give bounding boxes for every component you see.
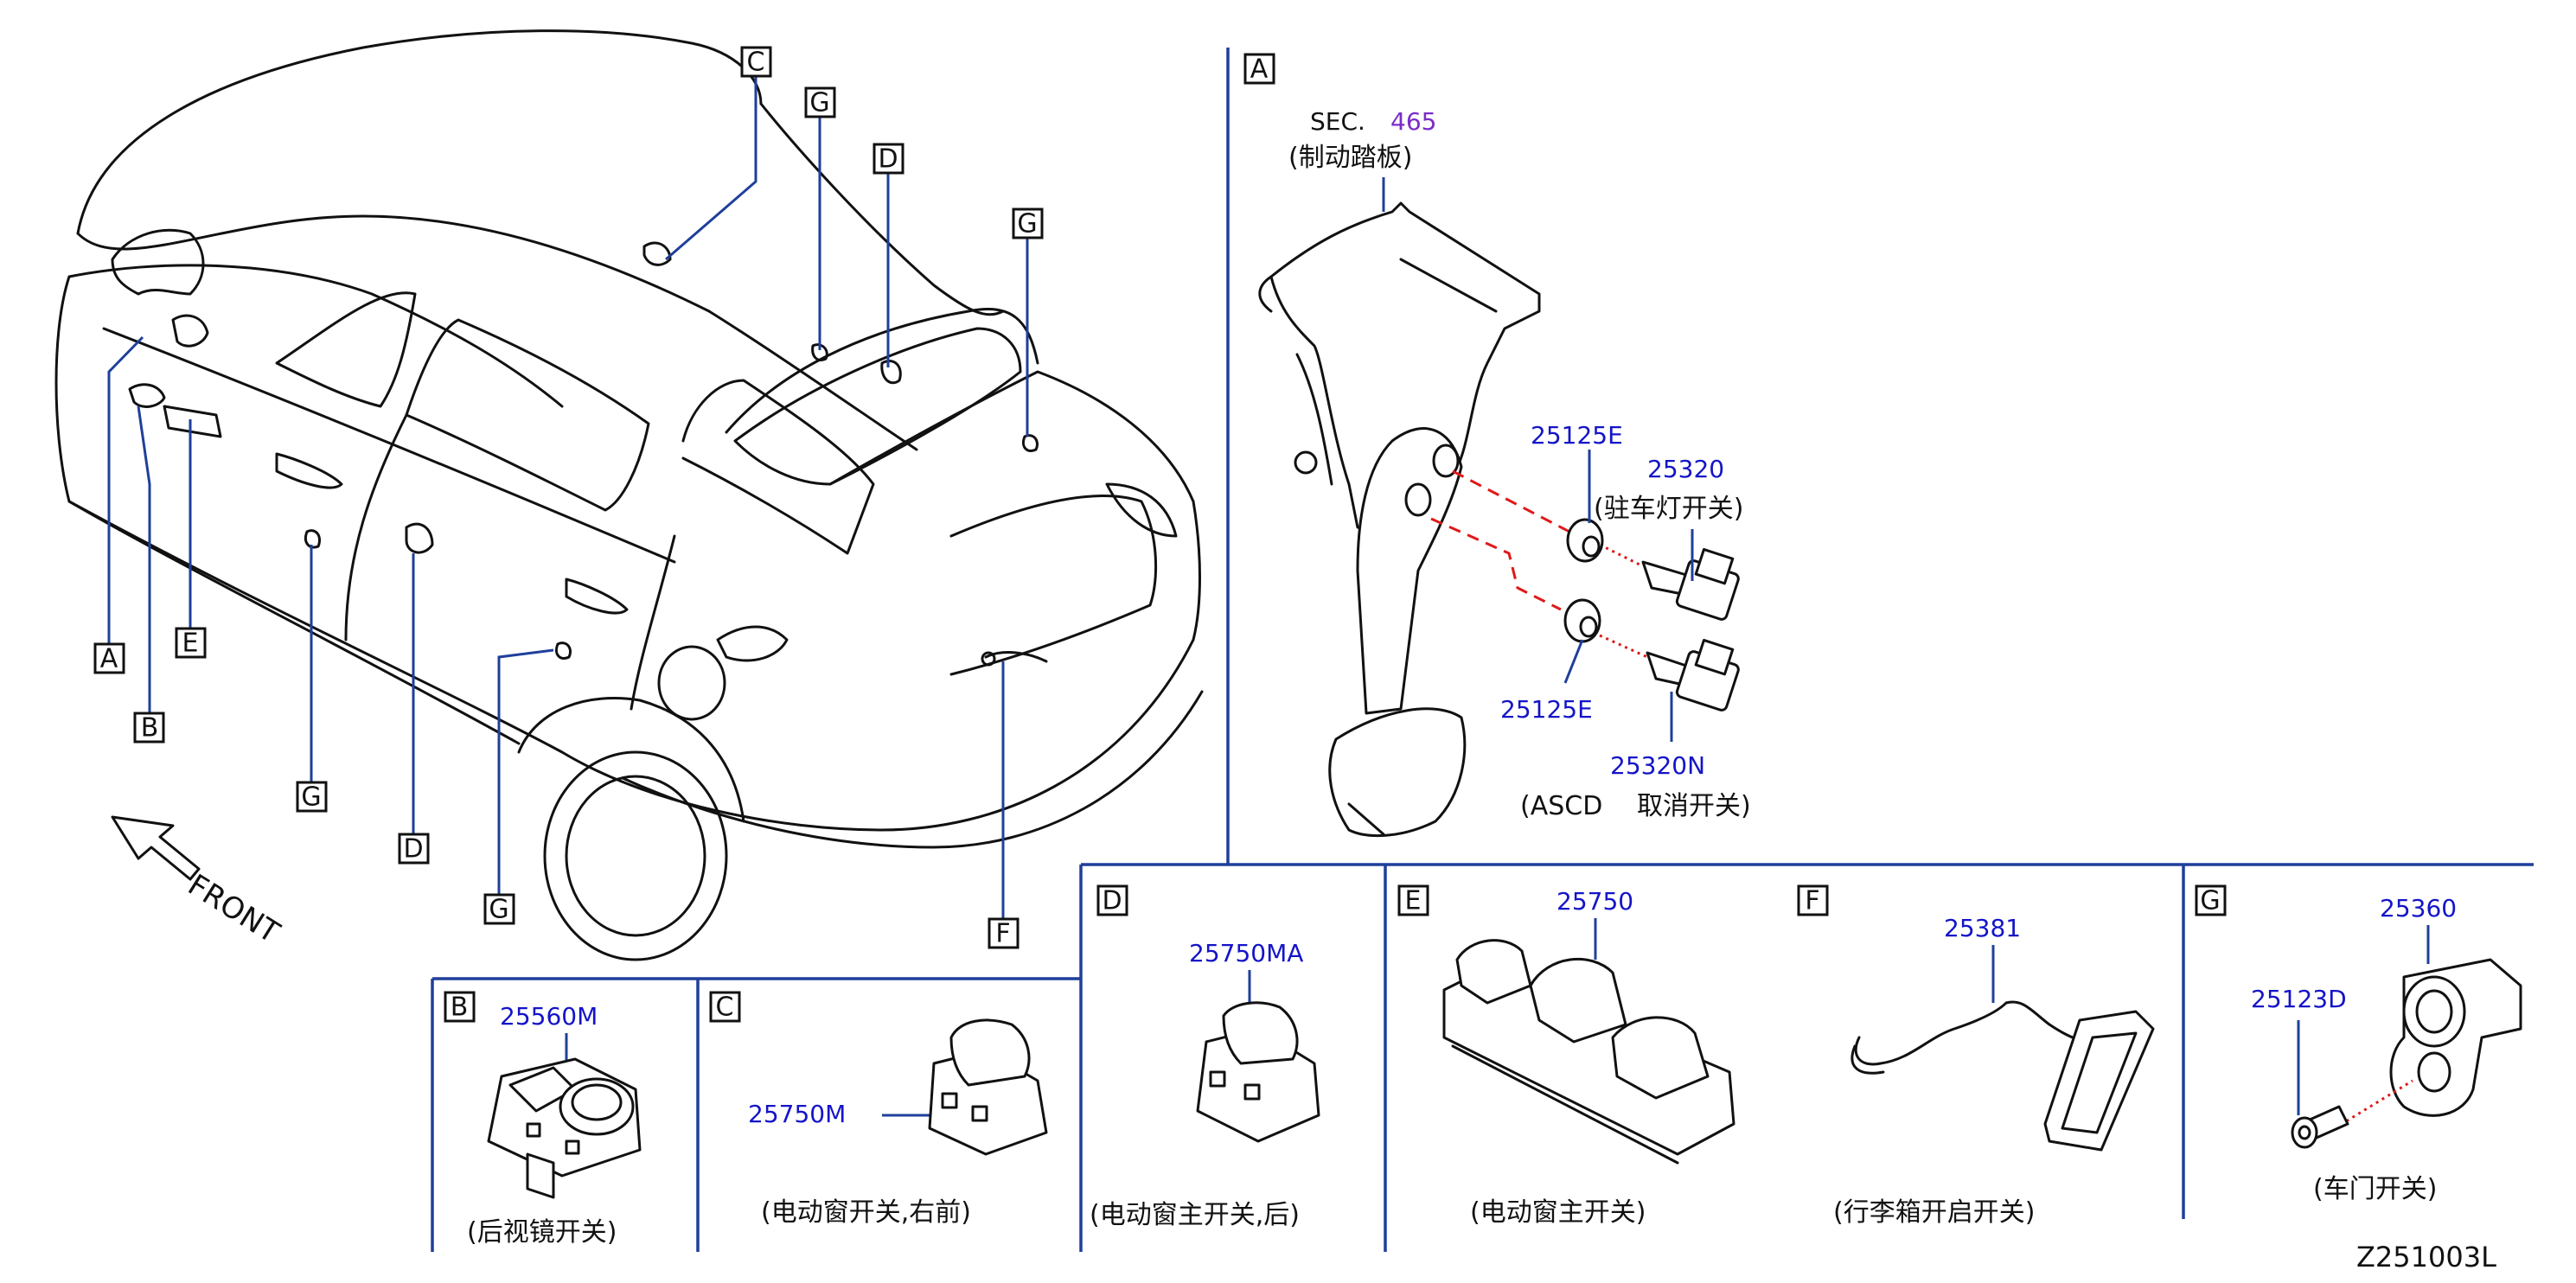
front-indicator: FRONT xyxy=(111,815,285,951)
part-25560m-caption: (后视镜开关) xyxy=(467,1217,617,1248)
callout-f: F xyxy=(995,919,1010,949)
part-25320-caption: (驻车灯开关) xyxy=(1594,494,1743,524)
part-25125e-upper: 25125E xyxy=(1531,421,1623,450)
callout-g-hatch: G xyxy=(1017,209,1037,239)
callout-g-front-door: G xyxy=(301,782,321,813)
callout-e: E xyxy=(182,629,199,659)
part-25381-caption: (行李箱开启开关) xyxy=(1833,1197,2035,1228)
part-25750-caption: (电动窗主开关) xyxy=(1470,1197,1646,1228)
panel-frames xyxy=(431,48,2534,1252)
callout-d-door: D xyxy=(403,834,423,865)
panel-f-label: F xyxy=(1805,886,1819,916)
part-25320n-caption-left: (ASCD xyxy=(1520,791,1602,821)
vehicle-leaders xyxy=(107,65,1029,919)
part-25750ma-caption: (电动窗主开关,后) xyxy=(1090,1200,1300,1230)
panel-a: A SEC. 465 (制动踏板) xyxy=(1243,53,1751,837)
panel-e-label: E xyxy=(1405,886,1422,916)
panel-b-label: B xyxy=(451,993,469,1023)
part-25320: 25320 xyxy=(1647,455,1724,483)
callout-c: C xyxy=(747,48,765,78)
diagram-code: Z251003L xyxy=(2356,1241,2496,1273)
callout-g-roof: G xyxy=(809,88,829,118)
brake-pedal-caption: (制动踏板) xyxy=(1288,143,1412,173)
part-25560m: 25560M xyxy=(500,1002,598,1031)
part-25320n-caption-right: 取消开关) xyxy=(1637,791,1751,821)
callout-b: B xyxy=(141,713,159,744)
part-25750m: 25750M xyxy=(748,1100,846,1128)
part-25123d: 25123D xyxy=(2251,985,2347,1013)
callout-d-rear: D xyxy=(878,144,898,175)
vehicle-illustration xyxy=(54,29,1204,961)
panel-c: C 25750M (电动窗开关,右前) xyxy=(709,991,1048,1228)
front-label: FRONT xyxy=(182,868,285,951)
part-25381: 25381 xyxy=(1944,914,2021,942)
sec-prefix: SEC. xyxy=(1310,107,1365,136)
panel-b: B 25560M (后视镜开关) xyxy=(444,991,642,1248)
part-25750ma: 25750MA xyxy=(1189,939,1303,967)
panel-d-label: D xyxy=(1102,886,1122,916)
panel-e: E 25750 (电动窗主开关) xyxy=(1397,884,1735,1228)
part-25750m-caption: (电动窗开关,右前) xyxy=(761,1197,971,1228)
part-25750: 25750 xyxy=(1556,887,1633,916)
panel-g: G 25360 25123D (车门开关) xyxy=(2195,884,2522,1204)
panel-f: F 25381 (行李箱开启开关) xyxy=(1797,884,2155,1228)
callout-g-rear-door: G xyxy=(489,895,508,925)
callout-a: A xyxy=(100,644,118,674)
part-25360-caption: (车门开关) xyxy=(2313,1174,2437,1204)
panel-c-label: C xyxy=(716,993,734,1023)
part-25360: 25360 xyxy=(2380,894,2457,922)
panel-g-label: G xyxy=(2200,886,2220,916)
panel-d: D 25750MA (电动窗主开关,后) xyxy=(1090,884,1320,1230)
part-25125e-lower: 25125E xyxy=(1500,695,1593,724)
sec-number: 465 xyxy=(1390,107,1436,136)
vehicle-callouts: A B E C G D G G D G F xyxy=(93,46,1044,949)
panel-a-label: A xyxy=(1250,54,1269,85)
part-25320n: 25320N xyxy=(1610,751,1705,780)
